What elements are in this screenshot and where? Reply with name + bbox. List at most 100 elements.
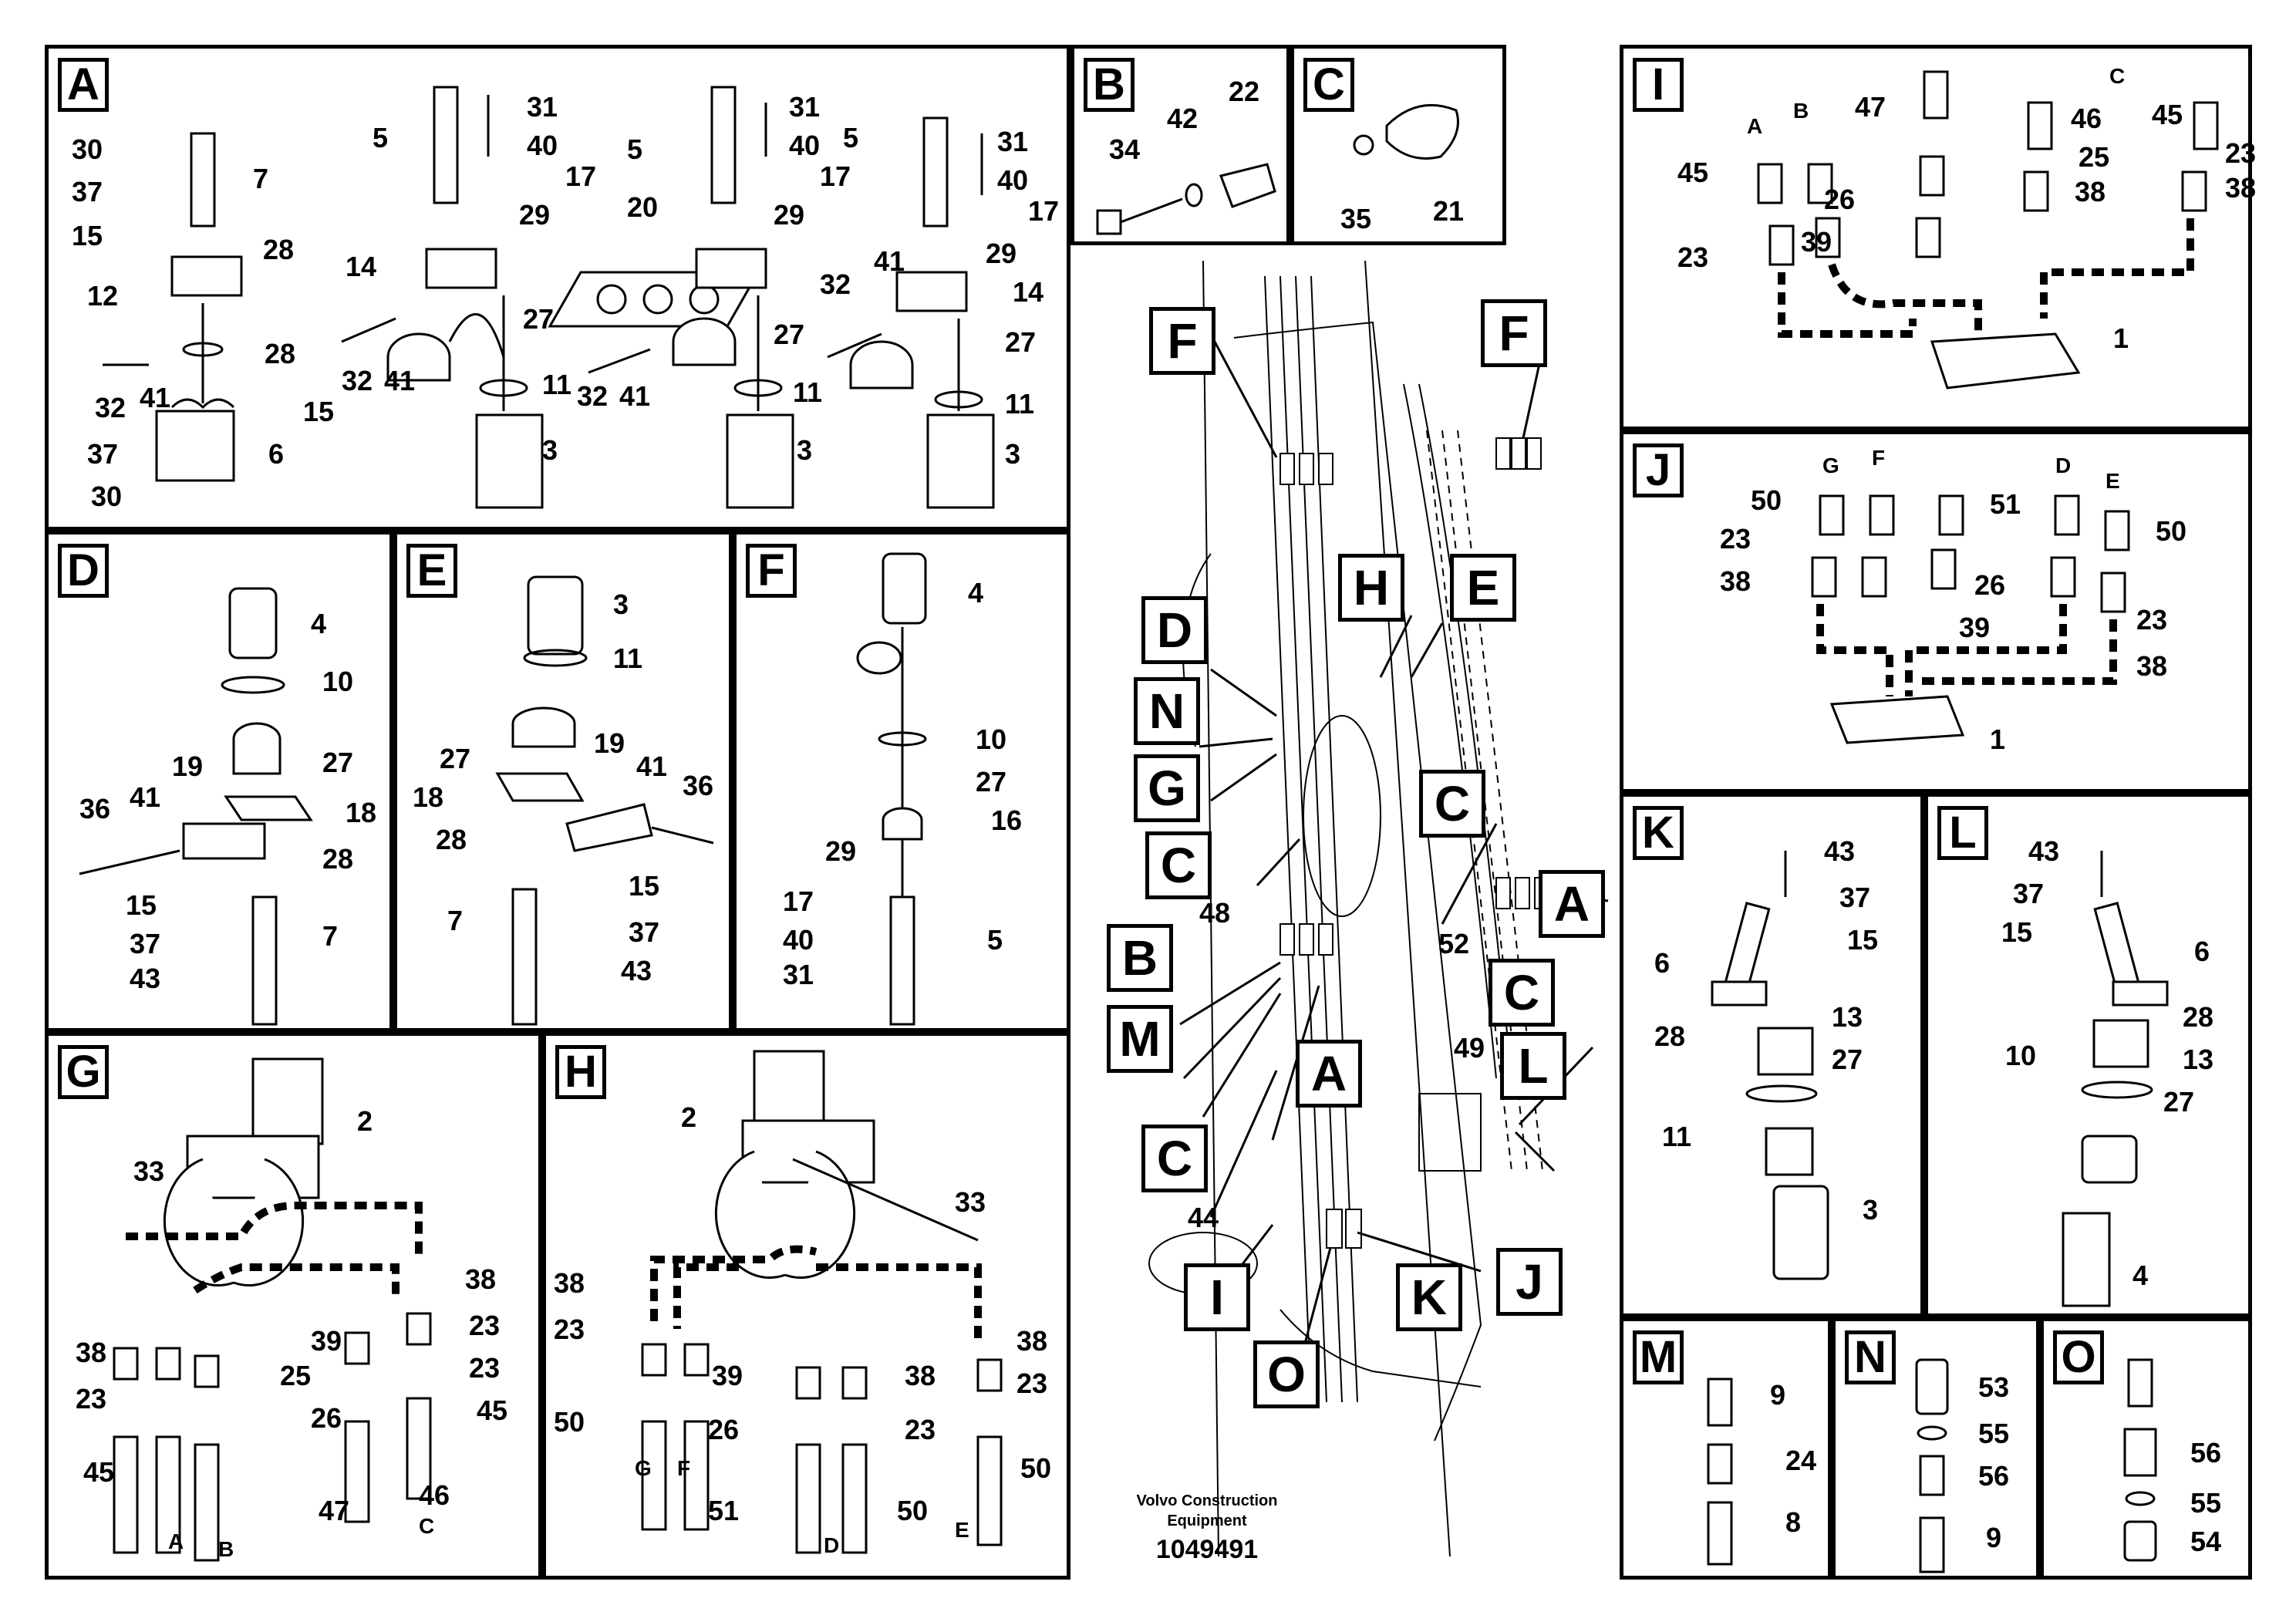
part-number: 47 [1855, 91, 1886, 123]
panel-g-label: G [58, 1045, 109, 1099]
part-number: 1 [1990, 723, 2006, 755]
panel-i-drawing [1757, 70, 2219, 389]
part-number: 43 [621, 955, 652, 986]
part-number: 32 [342, 365, 373, 396]
panel-m: M 9 24 8 [1620, 1317, 1832, 1580]
callout-n[interactable]: N [1134, 677, 1200, 745]
callout-m[interactable]: M [1107, 1005, 1173, 1073]
part-number: 38 [465, 1263, 497, 1295]
part-number: 28 [2183, 1001, 2214, 1033]
part-number: 6 [268, 438, 285, 470]
part-number: 41 [140, 382, 171, 413]
part-number: 33 [955, 1186, 986, 1218]
callout-f-left[interactable]: F [1149, 307, 1215, 375]
panel-d: D 4 10 27 36 41 19 18 28 15 7 37 43 [45, 531, 393, 1032]
part-number: 29 [774, 199, 805, 231]
part-number: 31 [783, 959, 814, 990]
panel-d-label: D [58, 544, 109, 598]
panel-e-label: E [406, 544, 457, 598]
part-number: 28 [322, 843, 354, 875]
part-number: 5 [373, 122, 389, 153]
hose-letter: C [2109, 64, 2126, 88]
part-number: 14 [346, 251, 377, 282]
panel-o-label: O [2053, 1330, 2104, 1384]
part-number: 45 [1677, 157, 1709, 188]
part-number: 10 [322, 666, 354, 697]
panel-n-drawing [1915, 1358, 1949, 1573]
part-number: 38 [2136, 650, 2168, 682]
callout-b[interactable]: B [1107, 924, 1173, 992]
part-number: 28 [436, 824, 467, 855]
callout-a-right[interactable]: A [1539, 870, 1605, 938]
callout-o[interactable]: O [1253, 1340, 1320, 1408]
callout-f-right[interactable]: F [1481, 299, 1547, 367]
part-number: 28 [265, 338, 296, 369]
part-number: 50 [897, 1495, 929, 1526]
part-number: 3 [542, 434, 558, 466]
panel-k: K 43 37 15 6 28 13 27 11 3 [1620, 793, 1924, 1317]
panel-i-label: I [1633, 58, 1684, 112]
panel-b: B 34 42 22 [1070, 45, 1290, 245]
part-number: 8 [1785, 1506, 1802, 1538]
part-number: 10 [976, 723, 1007, 755]
hose-letter: A [168, 1529, 184, 1553]
panel-c-drawing [1353, 103, 1459, 160]
callout-c-lower[interactable]: C [1141, 1125, 1208, 1192]
part-number: 43 [2028, 835, 2060, 867]
part-number: 40 [527, 130, 558, 161]
panel-o-drawing [2123, 1358, 2157, 1562]
part-number: 41 [636, 750, 668, 782]
callout-c-upper-right[interactable]: C [1419, 770, 1485, 838]
hose-letter: G [635, 1456, 652, 1480]
callout-g[interactable]: G [1134, 754, 1200, 822]
callout-i[interactable]: I [1184, 1263, 1250, 1331]
callout-c-left[interactable]: C [1145, 831, 1212, 899]
callout-l[interactable]: L [1500, 1032, 1566, 1100]
part-number: 36 [683, 770, 714, 801]
part-number: 13 [2183, 1044, 2214, 1075]
part-number: 51 [708, 1495, 740, 1526]
part-number: 11 [613, 642, 643, 674]
part-number: 39 [1801, 226, 1832, 258]
panel-h: H 2 33 38 38 23 39 38 [542, 1032, 1070, 1580]
callout-e[interactable]: E [1450, 554, 1516, 622]
callout-k[interactable]: K [1396, 1263, 1462, 1331]
part-number: 18 [413, 781, 444, 813]
panel-j-label: J [1633, 443, 1684, 497]
part-number: 27 [440, 743, 471, 774]
part-number: 45 [477, 1394, 508, 1426]
part-number: 27 [976, 766, 1007, 798]
part-number: 50 [1751, 484, 1782, 516]
callout-d[interactable]: D [1141, 596, 1208, 664]
callout-j[interactable]: J [1496, 1248, 1563, 1316]
part-number: 27 [1005, 326, 1037, 358]
panel-a-drawing [103, 86, 995, 509]
part-number: 4 [311, 608, 327, 639]
hose-letter: D [824, 1533, 840, 1557]
part-number: 37 [629, 916, 660, 948]
part-number: 37 [72, 176, 103, 207]
part-number: 27 [1832, 1044, 1863, 1075]
panel-n: N 53 55 56 9 [1832, 1317, 2040, 1580]
part-number: 41 [619, 380, 651, 412]
callout-a-center[interactable]: A [1296, 1040, 1362, 1108]
part-number: 9 [1986, 1522, 2002, 1553]
panel-h-label: H [555, 1045, 606, 1099]
part-number: 33 [133, 1155, 165, 1187]
part-number: 15 [1847, 924, 1879, 956]
panel-a-label: A [58, 58, 109, 112]
part-number: 32 [820, 268, 851, 300]
callout-c-right[interactable]: C [1489, 959, 1555, 1027]
panel-m-drawing [1707, 1378, 1733, 1566]
part-number: 50 [1020, 1452, 1052, 1484]
part-number: 32 [577, 380, 609, 412]
part-number: 41 [874, 245, 905, 277]
callout-h[interactable]: H [1338, 554, 1404, 622]
part-number: 17 [1028, 195, 1060, 227]
part-number: 23 [2136, 604, 2168, 636]
part-number: 37 [2013, 878, 2045, 909]
panel-f-drawing [856, 552, 927, 1026]
part-number: 11 [793, 376, 823, 408]
part-number: 45 [83, 1456, 115, 1488]
part-number: 53 [1978, 1371, 2010, 1403]
